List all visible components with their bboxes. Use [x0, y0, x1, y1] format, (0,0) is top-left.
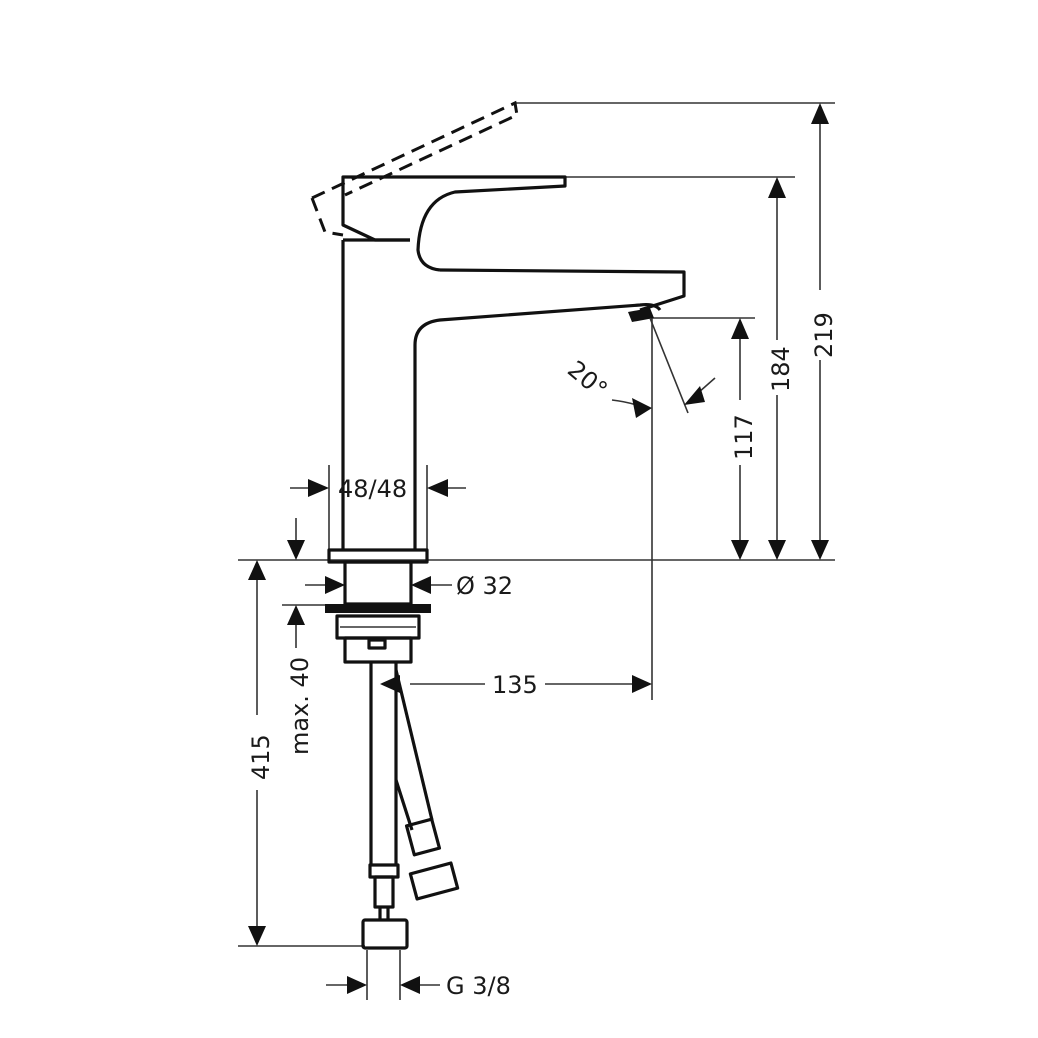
spout-reach-label: 135 — [492, 671, 538, 699]
faucet-body — [325, 175, 686, 664]
lever-height-label: 184 — [767, 346, 795, 392]
arrow-icon — [684, 386, 705, 405]
body-width-label: 48/48 — [338, 475, 407, 503]
spray-angle-label: 20° — [562, 355, 613, 404]
arrow-icon — [632, 398, 652, 418]
mounting-hole-label: Ø 32 — [456, 572, 513, 600]
lever-open-position — [310, 100, 519, 237]
connection-thread-label: G 3/8 — [446, 972, 511, 1000]
supply-hoses — [361, 662, 460, 950]
total-height-label: 219 — [810, 312, 838, 358]
extension-lines — [238, 102, 835, 1000]
vertical-dimensions — [731, 103, 829, 560]
horizontal-dimensions — [290, 479, 652, 994]
left-dimensions — [248, 518, 305, 946]
spray-angle-line — [649, 317, 689, 414]
max-thickness-label: max. 40 — [286, 657, 314, 755]
spout-height-label: 117 — [730, 414, 758, 460]
hose-length-label: 415 — [247, 734, 275, 780]
